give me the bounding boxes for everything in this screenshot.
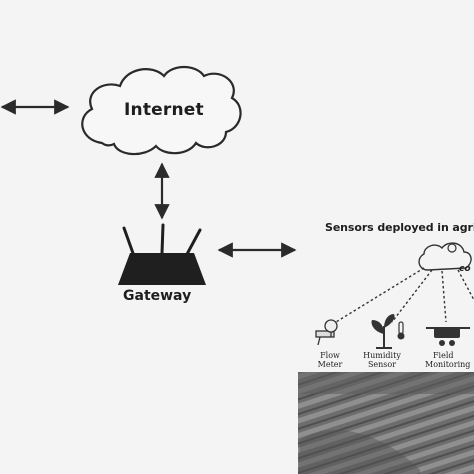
gear-icon [447,243,457,253]
field-photo [298,372,474,474]
sensor-cloud-icon [418,242,472,271]
internet-label: Internet [124,100,204,120]
sensors-panel-title: Sensors deployed in agric [325,221,474,234]
humidity-plant-icon [371,314,395,349]
flow-meter-label: Flow Meter [317,351,343,369]
internet-cloud-icon [81,65,242,156]
gateway-router-icon [118,223,206,285]
sensor-links [335,267,474,323]
humidity-sensor-label: Humidity Sensor [363,351,401,369]
thermometer-icon [397,321,405,340]
drone-icon [426,327,470,346]
flow-meter-icon [315,319,338,346]
gateway-label: Gateway [123,288,192,304]
field-monitoring-label: Field Monitoring [425,351,471,369]
sensor-cloud-label: co [459,264,471,274]
